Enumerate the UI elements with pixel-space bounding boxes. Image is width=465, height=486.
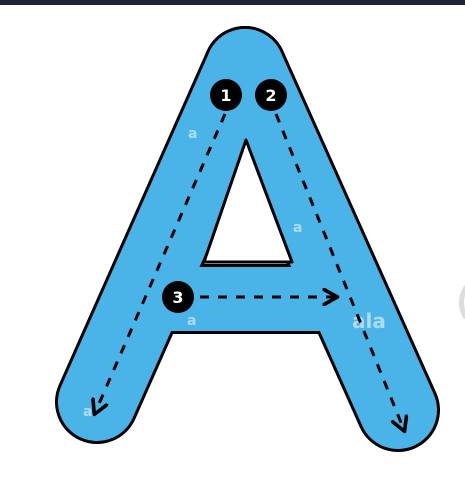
step-badge-3: 3 bbox=[162, 281, 194, 313]
step-badge-2: 2 bbox=[255, 79, 287, 111]
step-1-dashed-arrow bbox=[95, 113, 227, 413]
watermark-letter: a bbox=[188, 126, 197, 142]
watermark-edge-text: ala bbox=[352, 309, 386, 333]
watermark-fragment bbox=[459, 284, 465, 320]
top-border-bar bbox=[0, 0, 465, 5]
step-number: 2 bbox=[265, 86, 276, 105]
step-number: 3 bbox=[172, 288, 183, 307]
watermark-letter: a bbox=[293, 220, 302, 236]
watermark-letter: a bbox=[187, 313, 196, 329]
watermark-letter: a bbox=[83, 404, 92, 420]
step-badge-1: 1 bbox=[210, 79, 242, 111]
watermark-group: a a a a ala bbox=[83, 126, 386, 420]
step-2-dashed-arrow bbox=[274, 113, 404, 430]
step-number: 1 bbox=[220, 86, 231, 105]
inner-triangle-hole bbox=[202, 138, 294, 264]
